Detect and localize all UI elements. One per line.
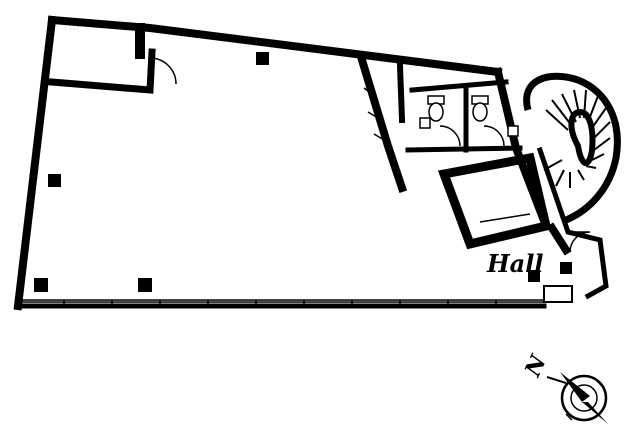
window-wall [22, 285, 573, 306]
core-wall-inner [396, 62, 406, 124]
column [138, 278, 152, 292]
column [528, 270, 540, 282]
door-swing-wc-1 [439, 125, 461, 147]
wash-basin [507, 125, 519, 137]
column [48, 174, 61, 187]
compass-arrow-icon [546, 376, 567, 384]
restroom-fixtures [419, 95, 519, 137]
doors [149, 57, 591, 253]
door-swing-wc-2 [483, 125, 505, 147]
door-swing-stair [569, 231, 591, 253]
corner-room-wall [48, 48, 156, 94]
toilet-bowl [472, 102, 488, 122]
entrance-door [543, 285, 573, 303]
column [560, 262, 572, 274]
core-wall-mid [409, 79, 509, 93]
walls [13, 15, 609, 311]
counter-ticks [363, 87, 385, 141]
outer-wall-west [13, 15, 57, 311]
room-label-hall: Hall [486, 249, 543, 278]
toilet-bowl [428, 102, 444, 122]
spiral-staircase [523, 72, 621, 224]
hall-wall-east [546, 222, 572, 256]
compass: N [519, 351, 608, 424]
elevator-shaft [437, 152, 552, 250]
column [256, 52, 269, 65]
core-wall-west [357, 55, 408, 194]
elevator-door-line [479, 213, 531, 223]
columns [34, 52, 572, 292]
door-swing-corner-room [149, 57, 177, 85]
stair-outer-wall [536, 146, 609, 300]
wash-basin [419, 117, 431, 129]
compass-needle-icon [560, 372, 590, 402]
column [34, 278, 48, 292]
outer-wall-north [47, 15, 503, 77]
